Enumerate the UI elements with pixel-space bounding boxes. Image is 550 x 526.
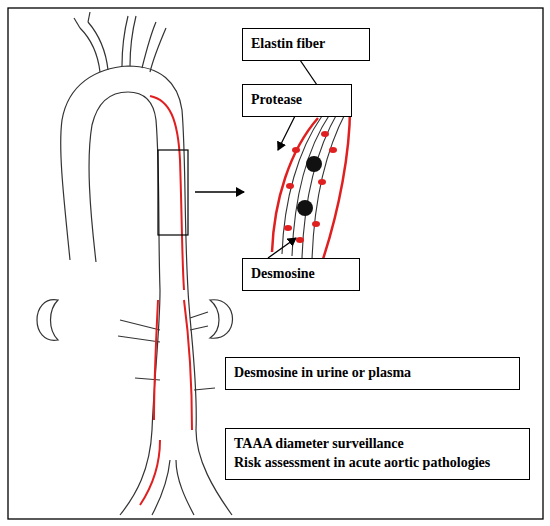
label-box: Elastin fiber (242, 28, 370, 61)
label-box: Desmosine in urine or plasma (225, 357, 520, 390)
label-box: Desmosine (242, 258, 360, 291)
outer-frame (8, 8, 543, 519)
aortic-lining (140, 96, 192, 505)
kidney (37, 300, 58, 341)
protease-symbol (297, 156, 322, 216)
kidney (210, 300, 233, 338)
box-text: TAAA diameter surveillance (234, 435, 521, 454)
zoom-rectangle (158, 150, 188, 235)
box-text: Desmosine in urine or plasma (234, 364, 511, 383)
label-box: TAAA diameter surveillanceRisk assessmen… (225, 428, 530, 480)
zoom-arrow (195, 191, 244, 192)
label-box: Protease (242, 84, 352, 117)
box-text: Risk assessment in acute aortic patholog… (234, 454, 521, 473)
desmosine-dots (284, 131, 337, 243)
aortic-branches (74, 12, 166, 72)
vessel-wall-detail (272, 108, 350, 268)
leader-arrow (268, 238, 296, 258)
aorta-outline (61, 66, 232, 515)
box-text: Protease (251, 91, 343, 110)
box-text: Elastin fiber (251, 35, 361, 54)
leader-arrow (278, 114, 296, 150)
box-text: Desmosine (251, 265, 351, 284)
